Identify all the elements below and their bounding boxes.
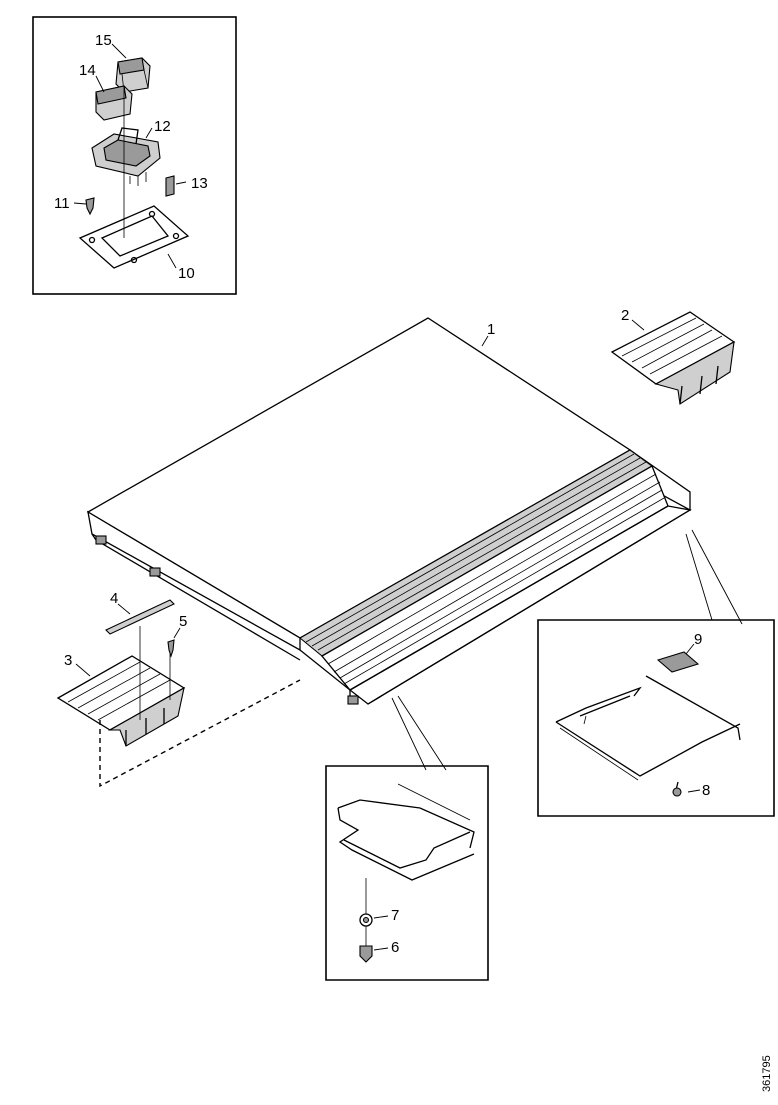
part-housing-12 (91, 127, 161, 186)
detail-box-vent-assembly: 15 14 12 13 11 10 (32, 16, 237, 295)
part-bolt-6 (359, 945, 373, 963)
callout-10: 10 (178, 265, 195, 282)
part-cover-14 (95, 85, 133, 121)
part-nut-8 (672, 787, 682, 797)
part-end-cap-2: 2 (610, 307, 736, 405)
callout-5: 5 (179, 613, 187, 630)
callout-12: 12 (154, 118, 171, 135)
part-bracket-9 (656, 651, 700, 673)
callout-4: 4 (110, 590, 118, 607)
callout-1: 1 (487, 321, 495, 338)
callout-14: 14 (79, 62, 96, 79)
callout-13: 13 (191, 175, 208, 192)
callout-8: 8 (702, 782, 710, 799)
detail-box-fastener: 7 6 (325, 695, 489, 981)
part-end-cap-3: 3 (56, 652, 186, 747)
callout-9: 9 (694, 631, 702, 648)
callout-11: 11 (54, 195, 70, 212)
callout-2: 2 (621, 307, 629, 324)
part-screw-11 (85, 197, 95, 216)
callout-3: 3 (64, 652, 72, 669)
callout-7: 7 (391, 907, 399, 924)
dashed-assembly-path (99, 679, 301, 788)
callout-6: 6 (391, 939, 399, 956)
part-clip-13 (165, 175, 175, 197)
callout-15: 15 (95, 32, 112, 49)
roof-assembly-1: 1 (86, 317, 692, 705)
drawing-number: 361795 (761, 1055, 773, 1092)
detail-box-bracket: 9 8 (537, 529, 775, 817)
part-seal-strip-4: 4 (105, 590, 175, 635)
part-cap-15 (115, 57, 151, 93)
part-screw-5: 5 (167, 613, 187, 658)
part-plate-10 (78, 205, 190, 269)
